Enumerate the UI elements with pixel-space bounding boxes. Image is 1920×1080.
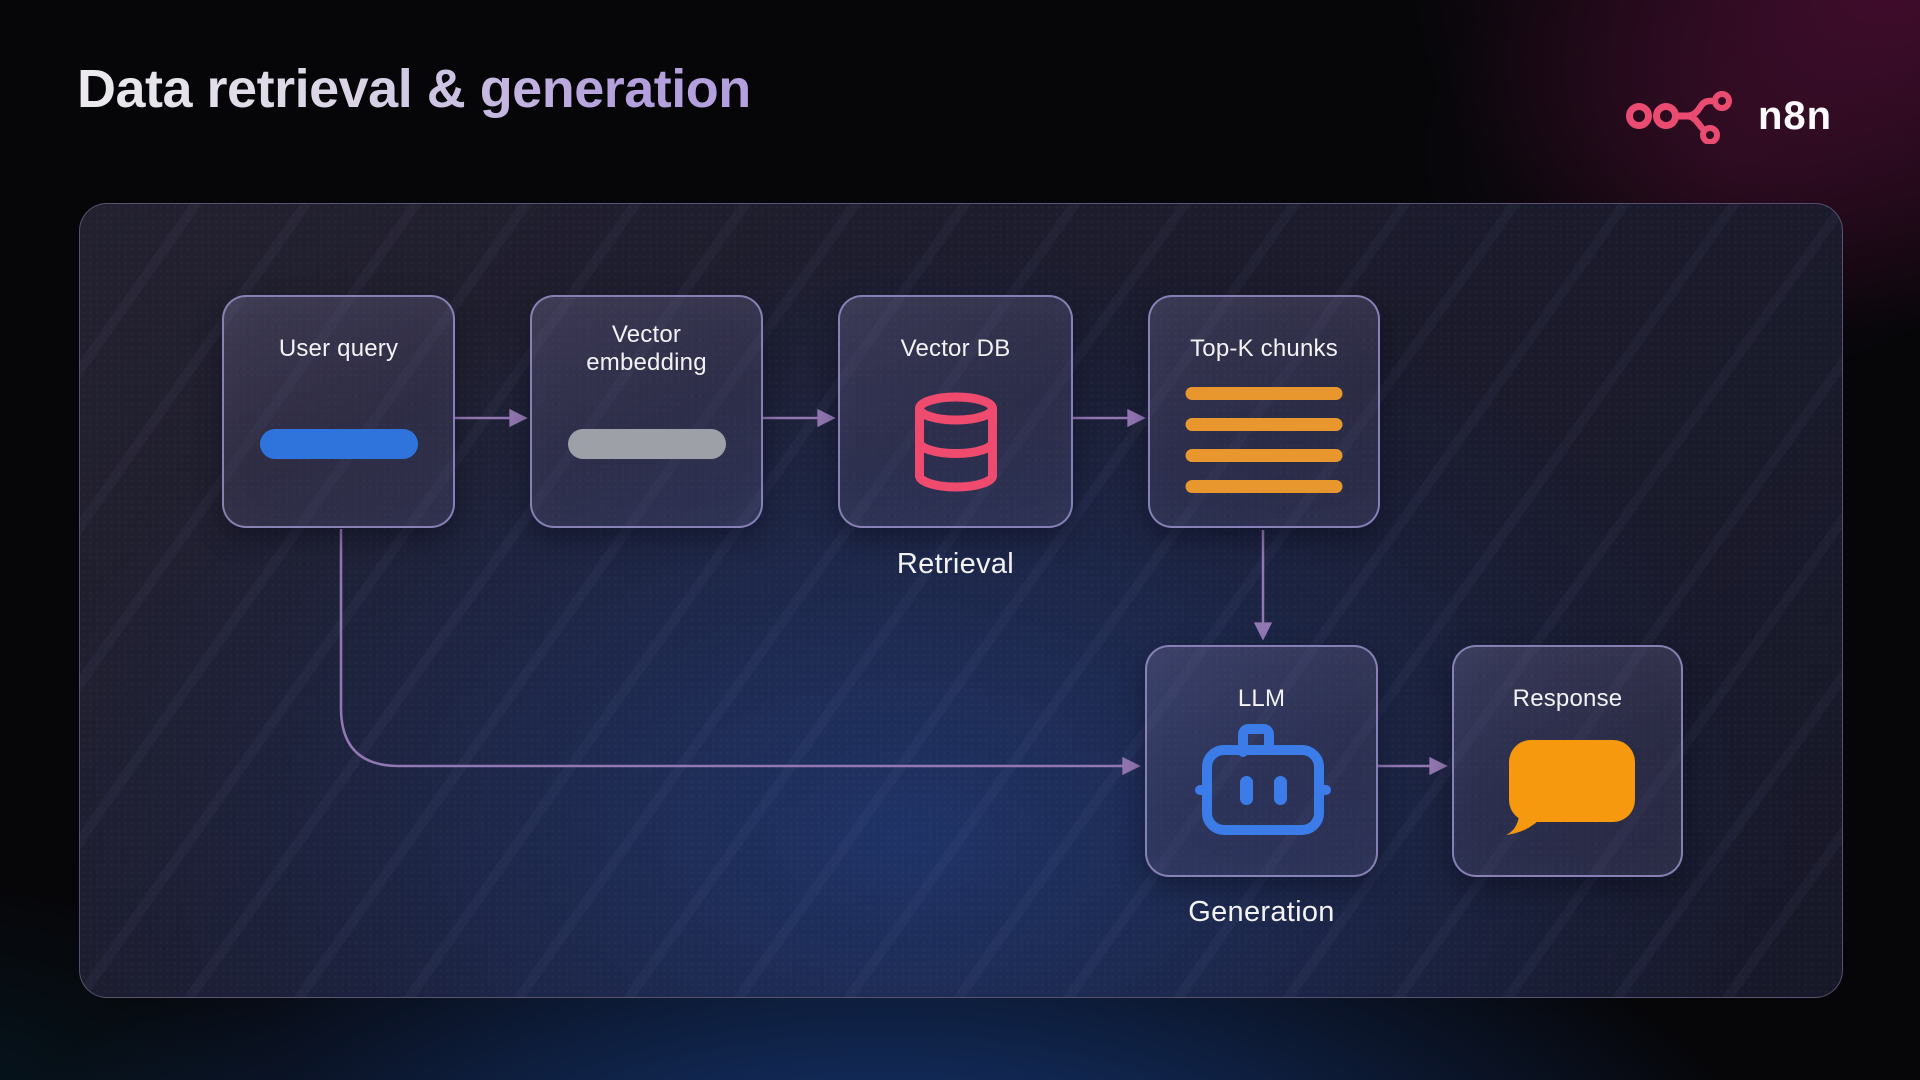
node-vector-db: Vector DB bbox=[838, 295, 1073, 528]
node-label: Response bbox=[1512, 684, 1623, 712]
caption-generation: Generation bbox=[1188, 896, 1335, 928]
stacked-bars-icon bbox=[1185, 387, 1343, 493]
node-label: Top-K chunks bbox=[1190, 334, 1338, 362]
caption-retrieval: Retrieval bbox=[896, 548, 1015, 580]
node-vector-embedding: Vector embedding bbox=[530, 295, 763, 528]
node-label: Vector DB bbox=[900, 334, 1011, 362]
speech-bubble-icon bbox=[1506, 740, 1635, 835]
blue-pill-icon bbox=[259, 429, 418, 459]
brand-name: n8n bbox=[1758, 94, 1833, 138]
node-top-k-chunks: Top-K chunks bbox=[1148, 295, 1380, 528]
database-icon bbox=[914, 392, 997, 492]
node-llm: LLM bbox=[1145, 645, 1378, 877]
n8n-logo-icon bbox=[1626, 91, 1732, 144]
brand: n8n bbox=[1626, 88, 1832, 144]
gray-pill-icon bbox=[567, 429, 726, 459]
page-title: Data retrieval & generation bbox=[77, 57, 751, 122]
node-label: User query bbox=[278, 334, 399, 362]
node-response: Response bbox=[1452, 645, 1683, 877]
node-user-query: User query bbox=[222, 295, 455, 528]
node-label: LLM bbox=[1237, 684, 1286, 712]
robot-icon bbox=[1195, 724, 1331, 835]
node-label: Vector embedding bbox=[586, 320, 707, 376]
